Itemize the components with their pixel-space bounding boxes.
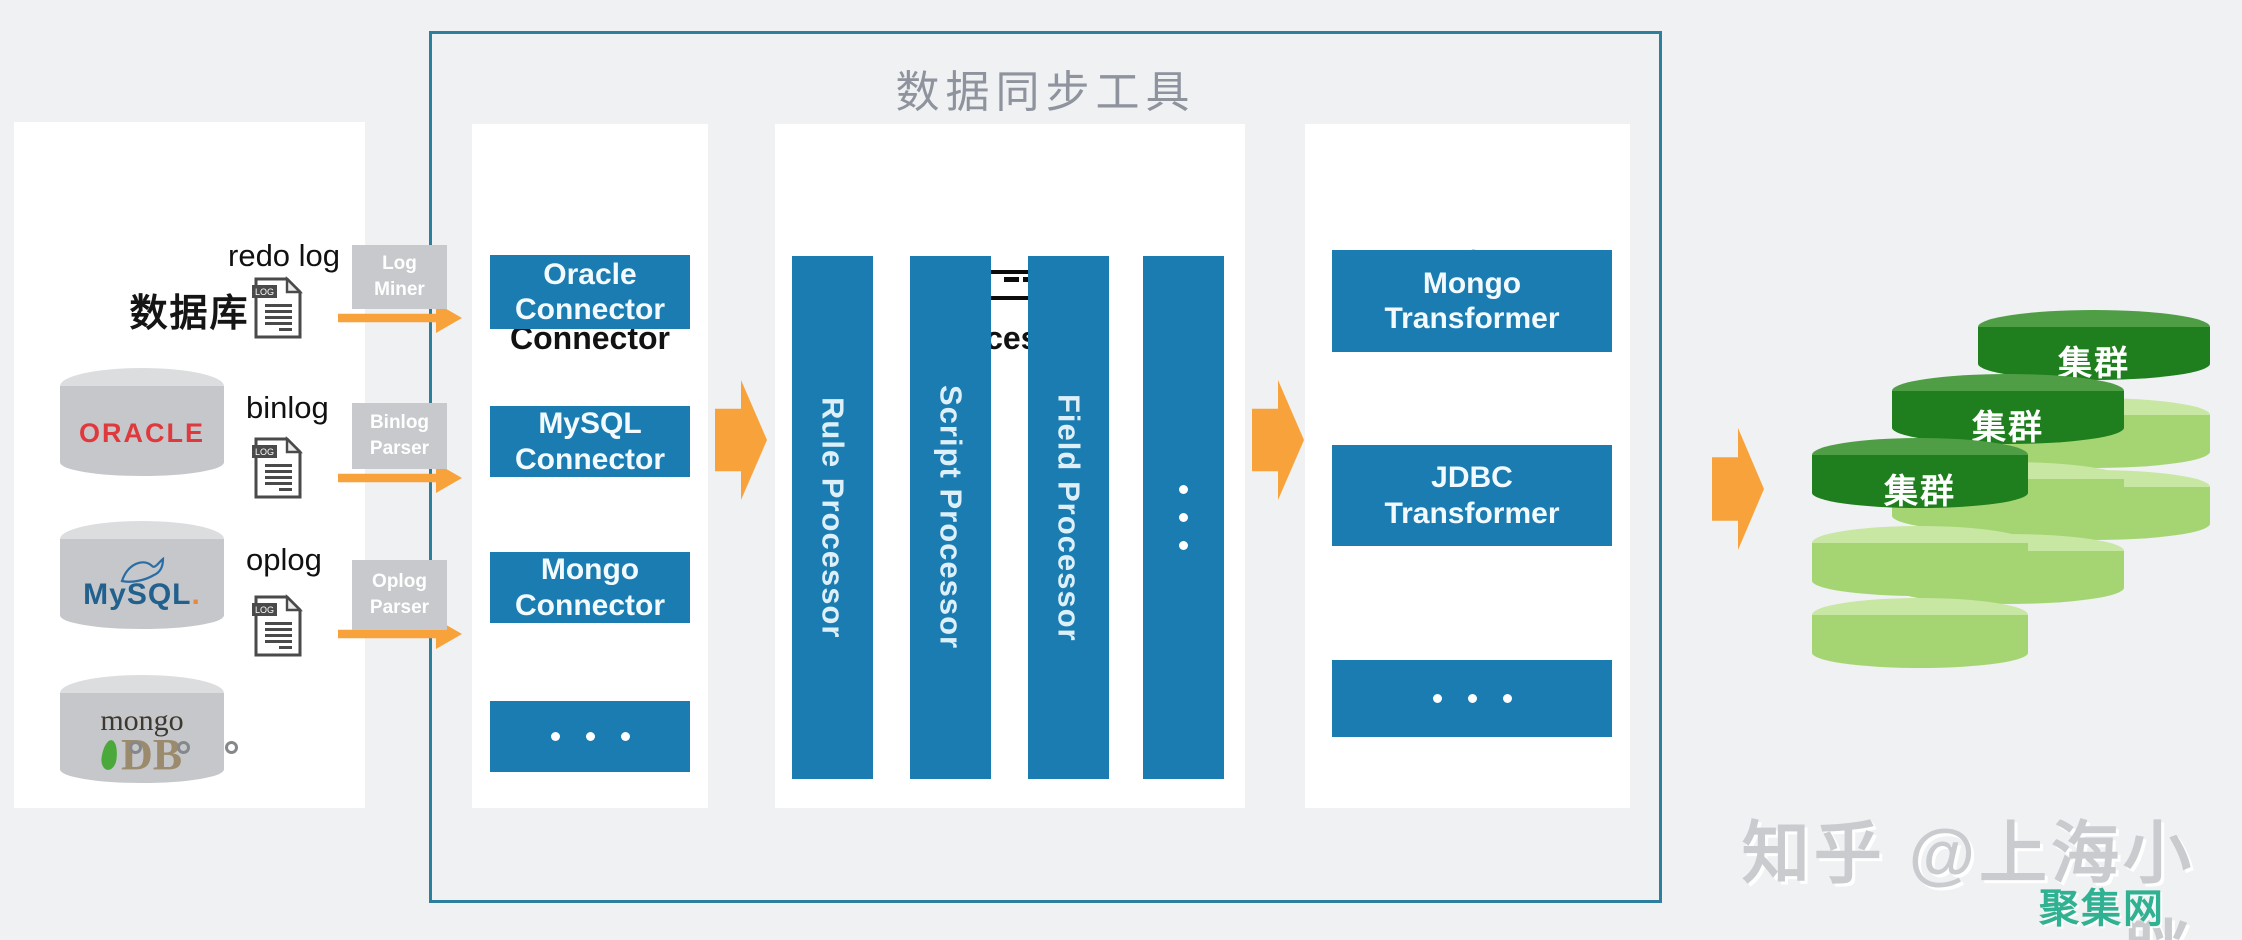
more-databases-dot xyxy=(177,741,190,754)
redo-log-label: redo log xyxy=(228,238,341,273)
more-processors-bar xyxy=(1143,256,1224,779)
binlog-label: binlog xyxy=(246,390,329,425)
svg-text:LOG: LOG xyxy=(255,605,274,615)
oracle-connector-box: Oracle Connector xyxy=(490,255,690,329)
cluster-cylinder-middle: 集群 xyxy=(1892,374,2124,447)
mysql-connector-box: MySQL Connector xyxy=(490,406,690,477)
jdbc-transformer-box: JDBC Transformer xyxy=(1332,445,1612,546)
mongo-connector-box: Mongo Connector xyxy=(490,552,690,623)
mongo-transformer-box: Mongo Transformer xyxy=(1332,250,1612,352)
oracle-logo: ORACLE xyxy=(79,417,205,448)
ellipsis-icon xyxy=(490,701,690,772)
ellipsis-icon xyxy=(1179,256,1188,779)
mongodb-logo-bottom: DB xyxy=(99,733,182,777)
log-file-icon: LOG xyxy=(252,436,303,499)
mongodb-database-cylinder: mongo DB xyxy=(60,675,224,783)
oracle-database-cylinder: ORACLE xyxy=(60,368,224,476)
more-databases-dot xyxy=(129,741,142,754)
sync-tool-title: 数据同步工具 xyxy=(895,68,1196,117)
more-transformers-box xyxy=(1332,660,1612,737)
zhihu-watermark: 知乎 @上海小胖 xyxy=(1741,816,2195,940)
more-databases-dot xyxy=(225,741,238,754)
more-connectors-box xyxy=(490,701,690,772)
transformer-to-cluster-arrow-icon xyxy=(1712,428,1764,550)
field-processor-bar: Field Processor xyxy=(1028,256,1109,779)
cluster-cylinder-back: 集群 xyxy=(1978,310,2210,383)
mysql-logo: MySQL. xyxy=(83,578,201,611)
ellipsis-icon xyxy=(1332,660,1612,737)
script-processor-bar: Script Processor xyxy=(910,256,991,779)
log-miner-box: Log Miner xyxy=(352,245,447,309)
cylinder-body xyxy=(60,386,224,476)
svg-text:LOG: LOG xyxy=(255,447,274,457)
mysql-database-cylinder: MySQL. xyxy=(60,521,224,629)
cluster-disk xyxy=(1812,526,2028,596)
log-file-icon: LOG xyxy=(252,594,303,657)
site-badge: 聚集网 xyxy=(2039,887,2165,931)
mongodb-logo-top: mongo xyxy=(100,704,184,738)
oplog-label: oplog xyxy=(246,542,322,577)
oplog-parser-box: Oplog Parser xyxy=(352,560,447,630)
mysql-dolphin-icon xyxy=(120,557,165,583)
rule-processor-bar: Rule Processor xyxy=(792,256,873,779)
svg-text:LOG: LOG xyxy=(255,287,274,297)
binlog-parser-box: Binlog Parser xyxy=(352,403,447,469)
cluster-cylinder-front: 集群 xyxy=(1812,438,2028,511)
cluster-disk xyxy=(1812,598,2028,668)
mongodb-leaf-icon xyxy=(99,739,119,771)
log-file-icon: LOG xyxy=(252,276,303,339)
source-panel-title: 数据库 xyxy=(129,293,250,335)
